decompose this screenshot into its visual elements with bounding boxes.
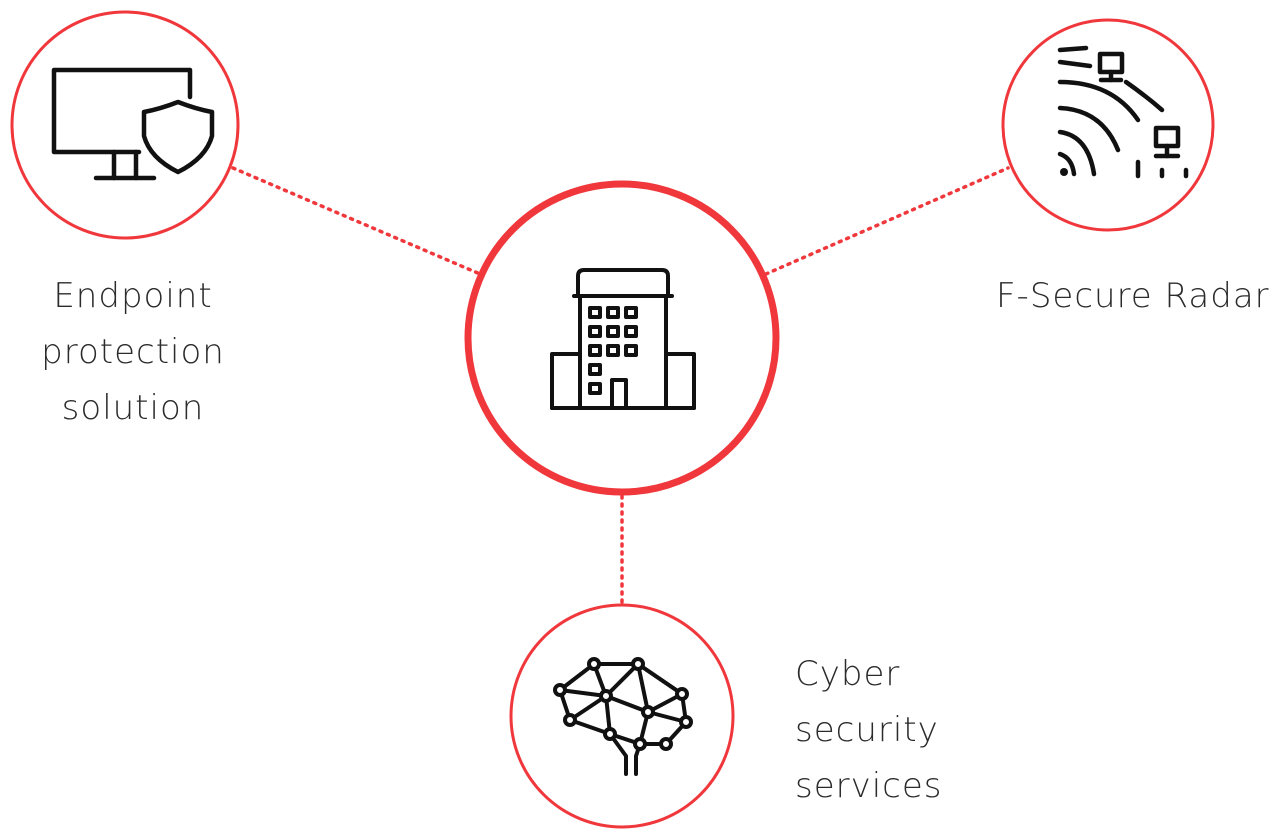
- center-node: [464, 180, 780, 496]
- cyber-label-line: security: [795, 710, 939, 750]
- connector-endpoint: [231, 166, 482, 276]
- radar-label-line: F-Secure Radar: [996, 276, 1270, 316]
- radar-node: [1001, 18, 1215, 232]
- network-scan-icon: [1057, 45, 1189, 179]
- cyber-label-line: services: [795, 766, 943, 806]
- neural-brain-icon: [553, 657, 693, 776]
- radar-label: F-Secure Radar: [996, 268, 1286, 324]
- office-building-icon: [550, 268, 696, 410]
- endpoint-label-line: protection: [41, 332, 225, 372]
- endpoint-label-line: Endpoint: [53, 276, 213, 316]
- endpoint-label-line: solution: [61, 388, 205, 428]
- cyber-label-line: Cyber: [795, 654, 901, 694]
- cyber-label: Cyber security services: [795, 646, 995, 814]
- endpoint-label: Endpoint protection solution: [18, 268, 248, 436]
- connector-radar: [764, 166, 1010, 276]
- cyber-node: [509, 603, 735, 829]
- monitor-shield-icon: [51, 67, 215, 181]
